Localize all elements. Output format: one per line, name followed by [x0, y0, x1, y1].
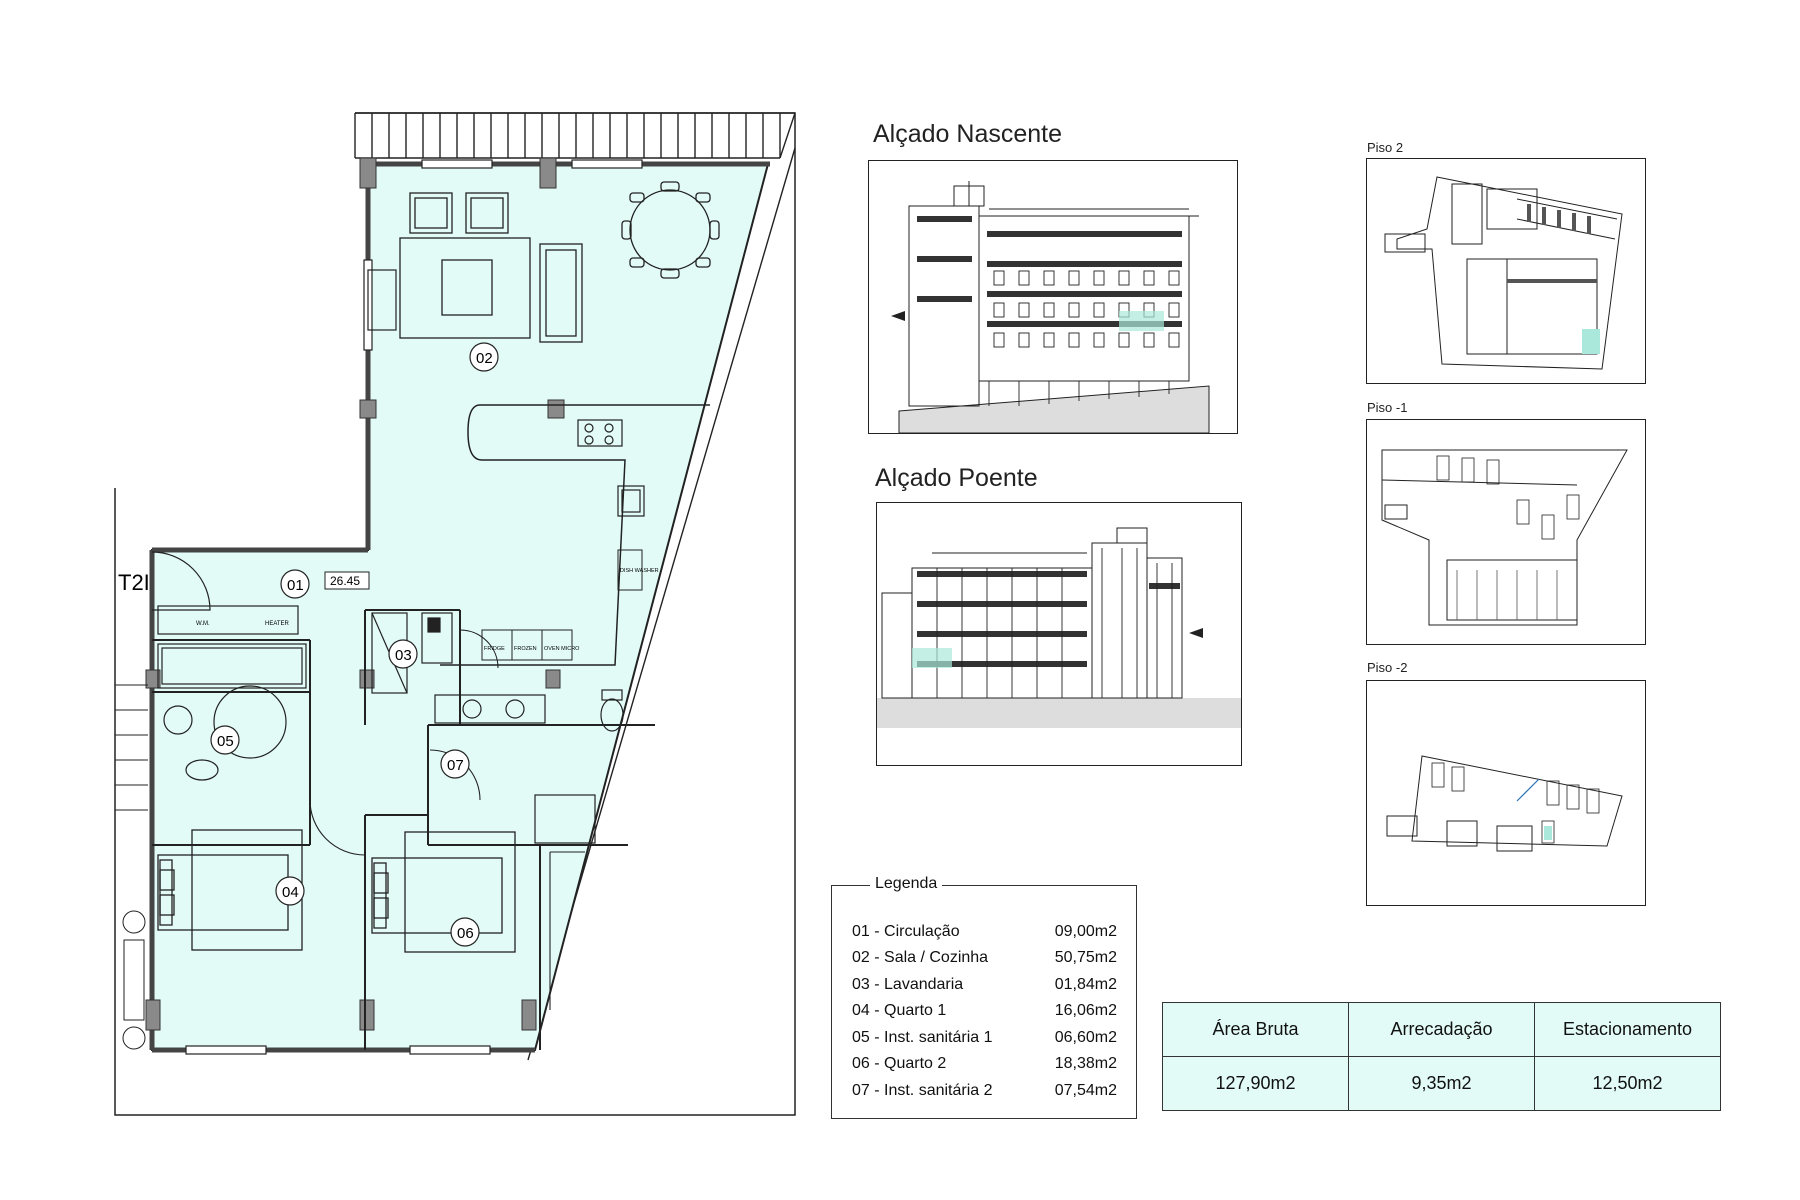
floor-keyplan-piso-2 — [1366, 158, 1646, 384]
neighbour-stair — [115, 684, 148, 1050]
elevation-west-frame — [876, 502, 1242, 766]
dining-table — [621, 181, 720, 279]
room-number-03: 03 — [395, 647, 412, 664]
elevation-east-frame — [868, 160, 1238, 434]
area-summary-table: Área Bruta Arrecadação Estacionamento 12… — [1162, 1002, 1721, 1111]
keyplan-piso-minus-2-drawing — [1386, 755, 1623, 852]
summary-value-storage: 9,35m2 — [1348, 1056, 1535, 1111]
legend-row: 03 - Lavandaria 01,84m2 — [852, 976, 1117, 994]
floor-label-piso-2: Piso 2 — [1367, 140, 1404, 155]
elevation-east-drawing — [891, 181, 1210, 433]
legend-room-name: 04 - Quarto 1 — [852, 1002, 947, 1019]
sofa — [539, 243, 583, 343]
area-tag-box — [324, 571, 370, 590]
legend-room-area: 50,75m2 — [1054, 949, 1117, 966]
legend-row: 05 - Inst. sanitária 1 06,60m2 — [852, 1029, 1117, 1047]
heater-label: HEATER — [265, 621, 290, 627]
legend-room-area: 07,54m2 — [1054, 1082, 1117, 1099]
legend-room-name: 03 - Lavandaria — [852, 976, 964, 993]
floor-plan: T2I FRIDGE FROZEN OVEN MICRO DISH WASHER… — [114, 112, 796, 1116]
apartment-floor — [151, 163, 770, 1051]
legend-room-area: 09,00m2 — [1054, 923, 1117, 940]
washer-label: W.M. — [196, 621, 210, 627]
summary-header-row: Área Bruta Arrecadação Estacionamento — [1162, 1002, 1721, 1057]
rug-and-table — [399, 237, 531, 339]
area-tag: 26.45 — [330, 574, 360, 588]
legend-room-area: 16,06m2 — [1054, 1002, 1117, 1019]
legend-room-name: 02 - Sala / Cozinha — [852, 949, 989, 966]
room-number-05: 05 — [217, 733, 234, 750]
legend-room-area: 01,84m2 — [1054, 976, 1117, 993]
freezer-label: FROZEN — [514, 646, 537, 652]
tv-unit — [367, 269, 397, 331]
summary-value-parking: 12,50m2 — [1534, 1056, 1721, 1111]
floor-label-piso-minus-1: Piso -1 — [1367, 400, 1408, 415]
armchair-2 — [465, 192, 509, 234]
legend-row: 07 - Inst. sanitária 2 07,54m2 — [852, 1082, 1117, 1100]
kitchen-appliances — [481, 549, 643, 661]
bathroom-1-fixtures — [157, 605, 307, 781]
floor-keyplan-piso-minus-2 — [1366, 680, 1646, 906]
room-number-06: 06 — [457, 925, 474, 942]
room-number-02: 02 — [476, 350, 493, 367]
bed-2 — [371, 831, 516, 953]
fridge-label: FRIDGE — [484, 646, 505, 652]
summary-header-gross-area: Área Bruta — [1162, 1002, 1349, 1057]
elevation-title-west: Alçado Poente — [875, 464, 1038, 492]
legend-room-area: 18,38m2 — [1054, 1055, 1117, 1072]
wardrobe-bedroom-2 — [549, 851, 585, 1010]
balcony-railing — [354, 112, 796, 159]
oven-label: OVEN MICRO — [544, 646, 580, 652]
legend-room-name: 01 - Circulação — [852, 923, 960, 940]
dishwasher-label: DISH WASHER — [620, 568, 659, 574]
legend-row: 02 - Sala / Cozinha 50,75m2 — [852, 949, 1117, 967]
interior-walls — [152, 609, 655, 1050]
elevation-title-east: Alçado Nascente — [873, 120, 1063, 148]
legend-box: Legenda 01 - Circulação 09,00m2 02 - Sala… — [831, 875, 1137, 1119]
legend-room-name: 06 - Quarto 2 — [852, 1055, 947, 1072]
floor-label-piso-minus-2: Piso -2 — [1367, 660, 1408, 675]
laundry-door — [459, 629, 499, 669]
legend-title: Legenda — [870, 875, 943, 893]
elevation-west-drawing — [877, 527, 1241, 728]
legend-room-name: 07 - Inst. sanitária 2 — [852, 1082, 993, 1099]
legend-row: 01 - Circulação 09,00m2 — [852, 923, 1117, 941]
legend-row: 06 - Quarto 2 18,38m2 — [852, 1055, 1117, 1073]
room-number-01: 01 — [287, 577, 304, 594]
room-number-07: 07 — [447, 757, 464, 774]
summary-header-storage: Arrecadação — [1348, 1002, 1535, 1057]
legend-room-area: 06,60m2 — [1054, 1029, 1117, 1046]
cooktop — [577, 419, 623, 447]
laundry-room — [371, 612, 453, 694]
keyplan-piso-2-drawing — [1384, 176, 1623, 370]
summary-value-row: 127,90m2 9,35m2 12,50m2 — [1162, 1056, 1721, 1111]
armchair-1 — [409, 192, 453, 234]
bathroom-2-fixtures — [434, 689, 624, 844]
legend-row: 04 - Quarto 1 16,06m2 — [852, 1002, 1117, 1020]
kitchen-counter — [440, 404, 710, 666]
legend-room-name: 05 - Inst. sanitária 1 — [852, 1029, 993, 1046]
room-labels — [210, 342, 499, 947]
floor-keyplan-piso-minus-1 — [1366, 419, 1646, 645]
summary-header-parking: Estacionamento — [1534, 1002, 1721, 1057]
room-number-04: 04 — [282, 884, 299, 901]
summary-value-gross-area: 127,90m2 — [1162, 1056, 1349, 1111]
bedroom-1-door — [309, 799, 366, 856]
entry-door — [151, 551, 211, 611]
kitchen-sink — [617, 485, 645, 517]
unit-type-label: T2I — [118, 570, 150, 595]
keyplan-piso-minus-1-drawing — [1381, 449, 1628, 626]
